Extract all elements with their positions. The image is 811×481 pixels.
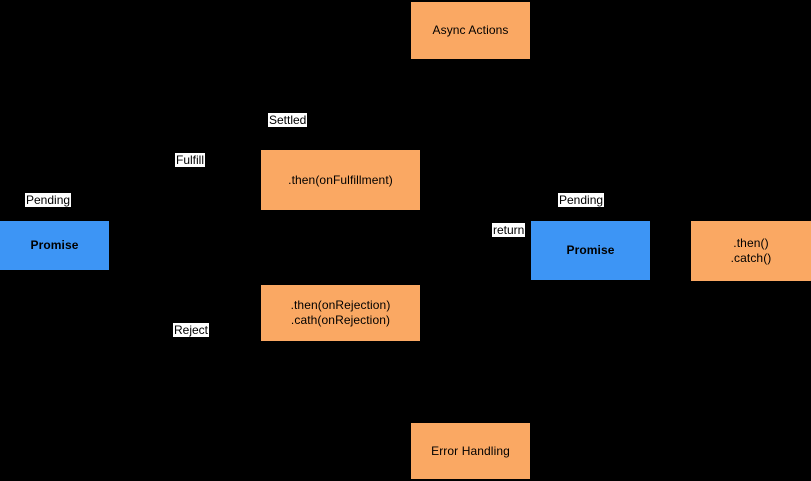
node-async-actions[interactable]: Async Actions — [411, 2, 530, 59]
node-label: Async Actions — [432, 23, 509, 37]
node-error-handling[interactable]: Error Handling — [411, 423, 530, 479]
connector-promise-left-to-fulfill — [109, 245, 261, 246]
edge-label-return: return — [492, 223, 526, 237]
node-promise-left[interactable]: Promise — [0, 221, 109, 270]
connector-then-on-fulfillment-to-async-actions — [420, 180, 470, 181]
connector-then-on-fulfillment-to-promise-right — [420, 250, 531, 251]
edge-label-reject: Reject — [173, 323, 210, 337]
node-label: Error Handling — [431, 443, 510, 458]
node-label-line-1: .then(onRejection) — [290, 298, 391, 312]
node-label-line-2: .catch() — [730, 251, 772, 265]
connector-error-handling-up — [470, 313, 471, 423]
node-label: Promise — [30, 238, 79, 252]
node-label-line-1: .then() — [733, 236, 769, 250]
edge-label-pending-right: Pending — [558, 193, 605, 207]
connector-async-actions-down — [470, 59, 471, 180]
node-label: .then(onFulfillment) — [288, 172, 393, 187]
node-promise-right[interactable]: Promise — [531, 221, 650, 280]
connector-then-cath-to-error-handling — [420, 313, 470, 314]
edge-label-fulfill: Fulfill — [175, 153, 206, 167]
node-label: Promise — [566, 243, 615, 257]
connector-promise-right-to-then-catch — [650, 251, 691, 252]
node-then-catch[interactable]: .then() .catch() — [691, 221, 811, 281]
node-then-on-fulfillment[interactable]: .then(onFulfillment) — [261, 150, 420, 210]
node-label-line-2: .cath(onRejection) — [290, 313, 391, 327]
edge-label-settled: Settled — [268, 113, 308, 127]
edge-label-pending-left: Pending — [25, 193, 72, 207]
node-then-cath-on-rejection[interactable]: .then(onRejection) .cath(onRejection) — [261, 285, 420, 341]
